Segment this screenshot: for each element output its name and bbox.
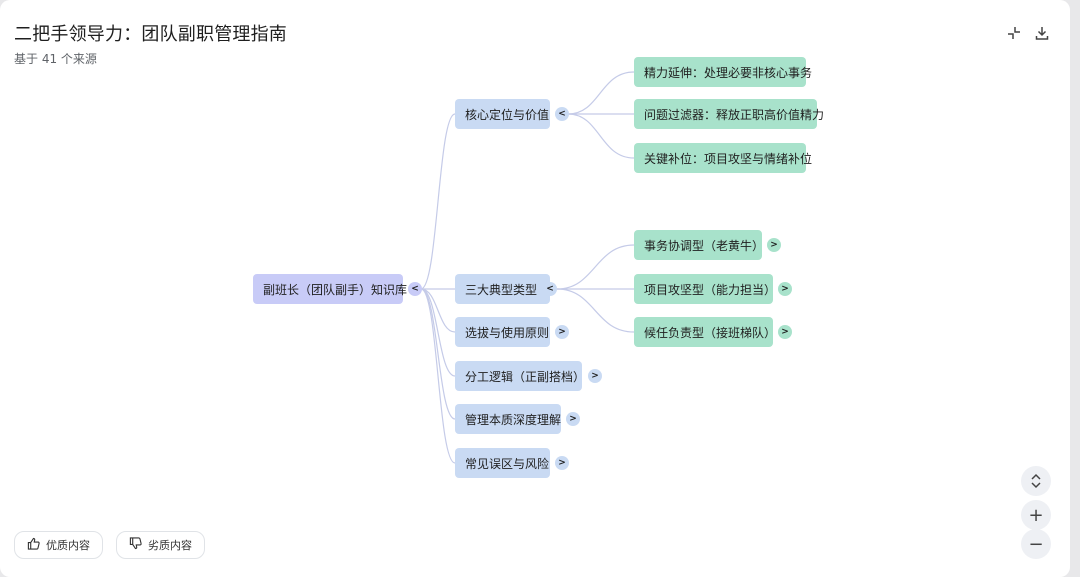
page-title: 二把手领导力：团队副职管理指南 [14,24,287,45]
branch-division-logic[interactable]: 分工逻辑（正副搭档） [455,361,585,391]
leaf-energy-extension[interactable]: 精力延伸：处理必要非核心事务 [634,57,812,87]
thumbs-down-icon [129,537,142,553]
branch-core-position-toggle[interactable]: < [555,107,569,121]
branch-three-types[interactable]: 三大典型类型 [455,274,550,304]
thumbs-up-icon [27,537,40,553]
collapse-icon[interactable] [1005,24,1023,42]
zoom-out-button[interactable]: − [1021,529,1051,559]
branch-management-essence-toggle[interactable]: > [566,412,580,426]
leaf-successor-type[interactable]: 候任负责型（接班梯队） [634,317,776,347]
good-content-button[interactable]: 优质内容 [14,531,103,559]
branch-selection-principles[interactable]: 选拔与使用原则 [455,317,550,347]
leaf-problem-filter[interactable]: 问题过滤器：释放正职高价值精力 [634,99,824,129]
good-content-label: 优质内容 [46,539,90,552]
fit-view-button[interactable] [1021,466,1051,496]
branch-common-pitfalls-toggle[interactable]: > [555,456,569,470]
leaf-successor-type-toggle[interactable]: > [778,325,792,339]
zoom-in-button[interactable]: + [1021,500,1051,530]
leaf-coordination-type-toggle[interactable]: > [767,238,781,252]
root-collapse-toggle[interactable]: < [408,282,422,296]
source-count: 基于 41 个来源 [14,52,97,66]
expand-vertical-icon [1031,473,1041,489]
mindmap-root[interactable]: 副班长（团队副手）知识库 [253,274,407,304]
bad-content-button[interactable]: 劣质内容 [116,531,205,559]
bad-content-label: 劣质内容 [148,539,192,552]
branch-management-essence[interactable]: 管理本质深度理解 [455,404,561,434]
branch-three-types-toggle[interactable]: < [543,282,557,296]
branch-selection-principles-toggle[interactable]: > [555,325,569,339]
leaf-key-backfill[interactable]: 关键补位：项目攻坚与情绪补位 [634,143,812,173]
branch-division-logic-toggle[interactable]: > [588,369,602,383]
download-icon[interactable] [1033,24,1051,42]
leaf-coordination-type[interactable]: 事务协调型（老黄牛） [634,230,764,260]
leaf-project-type[interactable]: 项目攻坚型（能力担当） [634,274,776,304]
branch-core-position[interactable]: 核心定位与价值 [455,99,550,129]
leaf-project-type-toggle[interactable]: > [778,282,792,296]
branch-common-pitfalls[interactable]: 常见误区与风险 [455,448,550,478]
